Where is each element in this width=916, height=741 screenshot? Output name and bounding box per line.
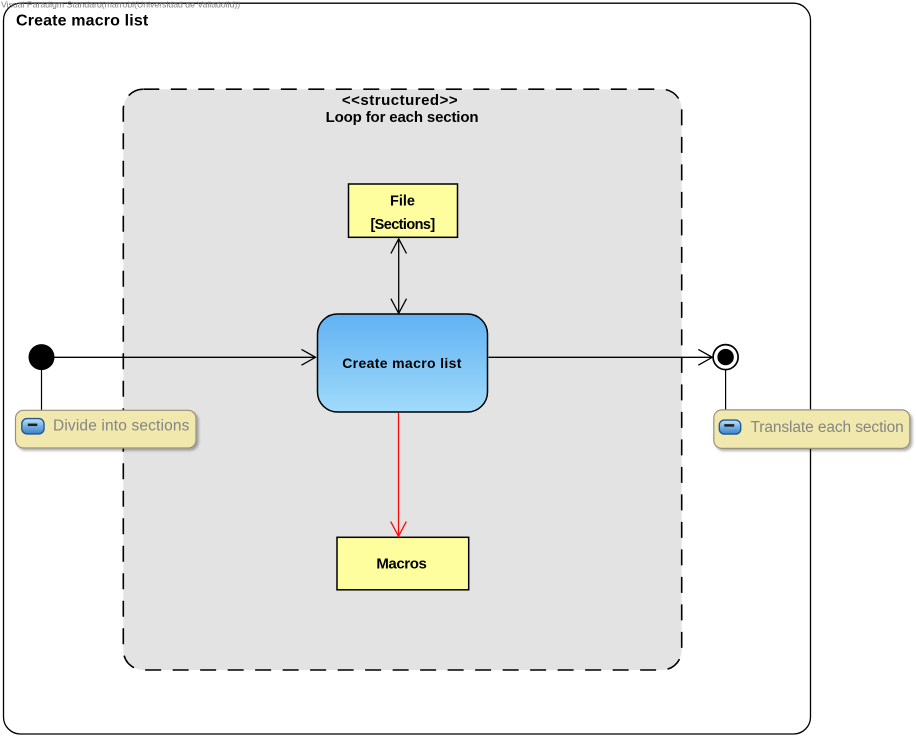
svg-text:Macros: Macros — [376, 556, 426, 573]
svg-text:Divide into sections: Divide into sections — [53, 417, 190, 434]
svg-text:File: File — [390, 194, 415, 210]
svg-text:[Sections]: [Sections] — [370, 217, 435, 233]
svg-text:<<structured>>: <<structured>> — [342, 92, 458, 109]
svg-text:Translate each section: Translate each section — [751, 419, 904, 436]
svg-text:Visual Paradigm Standard(marro: Visual Paradigm Standard(marrobl(Univers… — [1, 0, 240, 10]
svg-text:Create macro list: Create macro list — [342, 355, 462, 371]
svg-text:Create macro list: Create macro list — [16, 13, 149, 30]
svg-text:Loop for each section: Loop for each section — [326, 109, 479, 126]
